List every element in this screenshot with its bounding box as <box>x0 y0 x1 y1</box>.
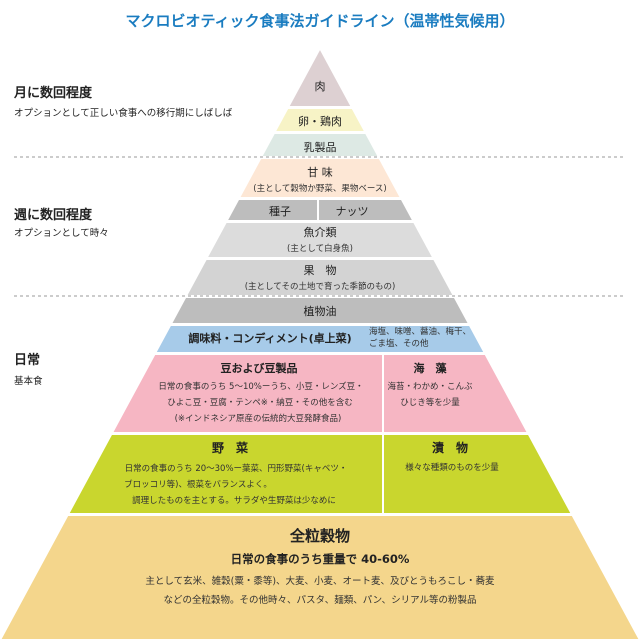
section-monthly-heading: 月に数回程度 <box>13 85 93 101</box>
tier-sweet-label: 甘 味 <box>307 166 333 179</box>
tier-seeds-label: 種子 <box>269 204 291 218</box>
section-weekly-heading: 週に数回程度 <box>14 207 93 223</box>
section-weekly-desc: オプションとして時々 <box>14 228 109 239</box>
tier-sweet-sub: (主として穀物か野菜、果物ベース) <box>253 183 386 194</box>
tier-egg-label: 卵・鶏肉 <box>298 114 342 128</box>
section-monthly-desc: オプションとして正しい食事への移行期にしばしば <box>14 107 233 119</box>
tier-meat-label: 肉 <box>315 80 326 93</box>
tier-seasoning-label: 調味料・コンディメント(卓上菜) <box>188 331 351 345</box>
tier-seaweed-line-1: 海苔・わかめ・こんぶ <box>387 381 473 392</box>
tier-pickles-label: 漬 物 <box>432 440 468 455</box>
tier-vegetables-line-2: ブロッコリ等)、根菜をバランスよく。 <box>124 479 272 490</box>
tier-fish-sub: (主として白身魚) <box>287 243 353 254</box>
tier-beans-label: 豆および豆製品 <box>221 361 298 375</box>
tier-beans-line-1: 日常の食事のうち 5～10%ーうち、小豆・レンズ豆・ <box>158 381 363 392</box>
tier-meat <box>286 45 354 108</box>
tier-vegetables-line-3: 調理したものを主とする。サラダや生野菜は少なめに <box>132 495 336 506</box>
tier-dairy-label: 乳製品 <box>304 140 337 154</box>
tier-vegetables-line-1: 日常の食事のうち 20～30%ー葉菜、円形野菜(キャベツ・ <box>125 463 348 474</box>
tier-grains-line-1: 日常の食事のうち重量で 40-60% <box>231 552 410 566</box>
tier-grains-line-3: などの全粒穀物。その他時々、パスタ、麺類、パン、シリアル等の粉製品 <box>163 594 476 606</box>
section-daily-desc: 基本食 <box>14 375 43 387</box>
tier-nuts-label: ナッツ <box>336 205 369 218</box>
tier-fruit-label: 果 物 <box>304 263 337 277</box>
tier-grains <box>0 514 640 641</box>
tier-grains-line-2: 主として玄米、雑穀(粟・黍等)、大麦、小麦、オート麦、及びとうもろこし・蕎麦 <box>145 575 495 587</box>
tier-pickles-line-1: 様々な種類のものを少量 <box>405 462 499 473</box>
tier-vegetables-label: 野 菜 <box>212 440 248 455</box>
section-daily-heading: 日常 <box>14 352 40 368</box>
tier-fruit-sub: (主としてその土地で育った季節のもの) <box>245 281 396 292</box>
tier-beans-line-3: (※インドネシア原産の伝統的大豆発酵食品) <box>175 413 342 424</box>
tier-seaweed-line-2: ひじき等を少量 <box>400 397 460 408</box>
tier-seeds <box>224 198 416 222</box>
tier-grains-label: 全粒穀物 <box>289 527 350 545</box>
tier-fish-label: 魚介類 <box>304 226 337 239</box>
tier-oil-label: 植物油 <box>304 304 337 318</box>
tier-beans-line-2: ひよこ豆・豆腐・テンペ※・納豆・その他を含む <box>167 397 353 408</box>
tier-seasoning-note-1: 海塩、味噌、醤油、梅干、 <box>369 326 471 337</box>
diagram-title: マクロビオティック食事法ガイドライン（温帯性気候用） <box>125 12 514 30</box>
tier-seasoning-note-2: ごま塩、その他 <box>369 338 429 349</box>
tier-seaweed-label: 海 藻 <box>414 361 448 375</box>
